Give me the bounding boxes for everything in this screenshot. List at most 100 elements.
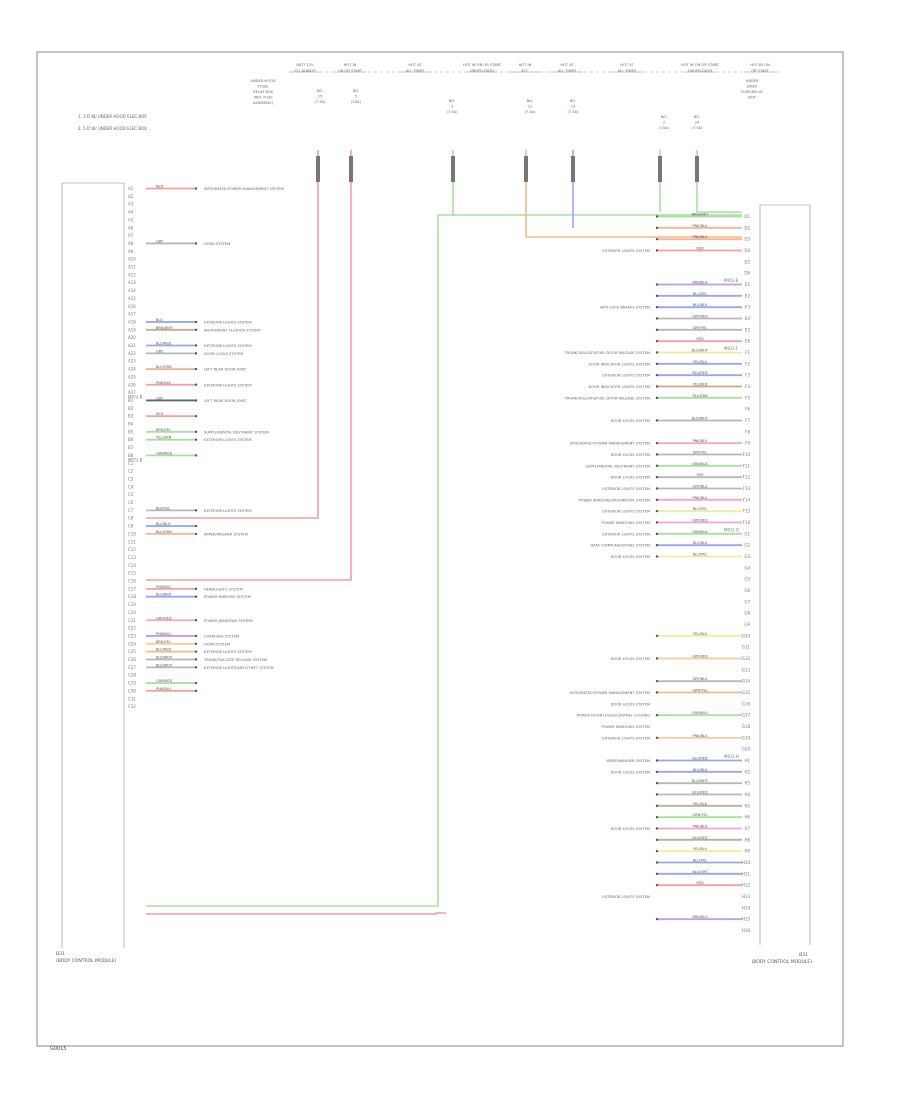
wire-color-label: YEL/BLU — [693, 360, 708, 364]
circuit-description: ANTI-LOCK BRAKES SYSTEM — [600, 306, 650, 310]
pin-number: F2 — [745, 361, 750, 366]
header-label-line: HOT IN ON — [750, 63, 770, 67]
wire-fuse15-to-b3 — [146, 150, 319, 519]
pin-number: H6 — [744, 815, 750, 820]
header-label-line: HOT AT — [620, 63, 634, 67]
pin-number: G6 — [744, 588, 750, 593]
circuit-description: DOOR LOCKS SYSTEM — [611, 702, 650, 706]
pin-number: A3 — [128, 202, 134, 207]
pin-number: A20 — [128, 335, 136, 340]
pin-number: C22 — [128, 626, 136, 631]
pin-number: B1 — [128, 398, 134, 403]
wire-color-label: BLU/RED — [692, 836, 708, 840]
wire-color-label: PNK/BLU — [693, 235, 708, 239]
wire-terminal — [655, 838, 659, 842]
pin-number: D3 — [744, 237, 750, 242]
wire-terminal — [655, 543, 659, 547]
header-label-line: ACC — [521, 69, 529, 73]
pin-number: C13 — [128, 555, 136, 560]
wire-terminal — [194, 430, 198, 434]
pin-number: G4 — [744, 565, 750, 570]
pin-number: G12 — [742, 656, 751, 661]
pin-number: A27 — [128, 390, 136, 395]
pin-number: F5 — [745, 395, 750, 400]
wire-color-label: GRY — [156, 396, 164, 400]
pin-number: F10 — [743, 452, 751, 457]
pin-number: C1 — [128, 461, 134, 466]
wire-color-label: BLU/RED — [156, 593, 172, 597]
wire-color-label: RED — [696, 881, 704, 885]
wire-terminal — [194, 414, 198, 418]
pin-number: D5 — [744, 259, 750, 264]
circuit-description: EXTERIOR LIGHTS SYSTEM — [204, 509, 252, 513]
wire-color-label: GRN/RED — [156, 451, 173, 455]
wire-terminal — [655, 498, 659, 502]
pin-number: A5 — [128, 217, 134, 222]
wire-color-label: PNK/BLU — [156, 632, 171, 636]
fuse-label-line: NO. — [317, 89, 324, 93]
right-connector: D1BRN/WHTD2PNK/BLUD3PNK/BLUD4REDEXTERIOR… — [564, 204, 812, 965]
circuit-description: EXTERIOR LIGHTS SYSTEM — [204, 383, 252, 387]
pin-number: C17 — [128, 586, 136, 591]
pin-number: A9 — [128, 249, 134, 254]
pin-number: D4 — [744, 248, 750, 253]
pin-number: C11 — [128, 539, 136, 544]
wire-terminal — [655, 215, 659, 218]
wire-color-label: PNK/BLU — [693, 224, 708, 228]
wire-terminal — [194, 587, 198, 591]
wire-terminal — [655, 249, 659, 252]
wire-terminal — [194, 187, 198, 190]
pin-number: C2 — [128, 469, 134, 474]
wire-terminal — [655, 441, 659, 445]
pin-number: G1 — [744, 531, 750, 536]
pin-number: F4 — [745, 384, 750, 389]
header-label-line: HOT IN — [344, 63, 357, 67]
wire-color-label: BLU/RED — [156, 342, 172, 346]
wire-terminal — [655, 226, 659, 230]
pin-number: A24 — [128, 367, 136, 372]
circuit-description: HORN SYSTEM — [204, 642, 230, 646]
wire-terminal — [655, 861, 659, 864]
wire-terminal — [655, 815, 659, 819]
wire-color-label: BLU/BLK — [693, 768, 708, 772]
wire-terminal — [655, 804, 659, 808]
wire-color-label: PNK/BLU — [156, 687, 171, 691]
pin-number: A25 — [128, 374, 136, 379]
wire-terminal — [655, 294, 659, 298]
wire-color-label: GRY/BLU — [693, 485, 708, 489]
wire-color-label: GRY/RED — [692, 655, 708, 659]
wire-color-label: GRN/BLK — [692, 462, 708, 466]
wire-color-label: GRY — [156, 349, 164, 353]
pin-number: G3 — [744, 554, 750, 559]
pin-number: E3 — [745, 305, 751, 310]
pin-number: F12 — [743, 475, 751, 480]
circuit-description: EXTERIOR LIGHTS SYSTEM — [602, 374, 650, 378]
circuit-description: WIPER/WASHER SYSTEM — [204, 532, 248, 536]
wire-color-label: YEL/RED — [693, 383, 708, 387]
pin-number: C23 — [128, 633, 136, 638]
circuit-description: TRUNK/TAILGATE/FUEL DOOR RELEASE SYSTEM — [564, 351, 650, 355]
wire-terminal — [655, 328, 659, 332]
wire-terminal — [194, 689, 198, 693]
section-label: MICU-H — [724, 754, 739, 759]
circuit-description: HEADLIGHTS SYSTEM — [204, 587, 243, 591]
pin-number: G16 — [742, 701, 751, 706]
wire-color-label: BLU/YEL — [693, 292, 707, 296]
wire-terminal — [655, 634, 659, 638]
wire-terminal — [655, 385, 659, 388]
wire-terminal — [655, 237, 659, 241]
wire-terminal — [655, 396, 659, 400]
pin-number: G8 — [744, 611, 750, 616]
wire-color-label: GRN/YEL — [692, 689, 707, 693]
pin-number: A14 — [128, 288, 136, 293]
wire-terminal — [655, 759, 659, 762]
fuse-body-icon — [349, 156, 353, 182]
wire-terminal — [194, 328, 198, 331]
wire-color-label: YEL/GRN — [692, 394, 708, 398]
pin-number: G2 — [744, 543, 750, 548]
pin-number: E4 — [745, 316, 751, 321]
pin-number: G11 — [742, 645, 751, 650]
fuse-label-line: DASH — [747, 85, 757, 89]
